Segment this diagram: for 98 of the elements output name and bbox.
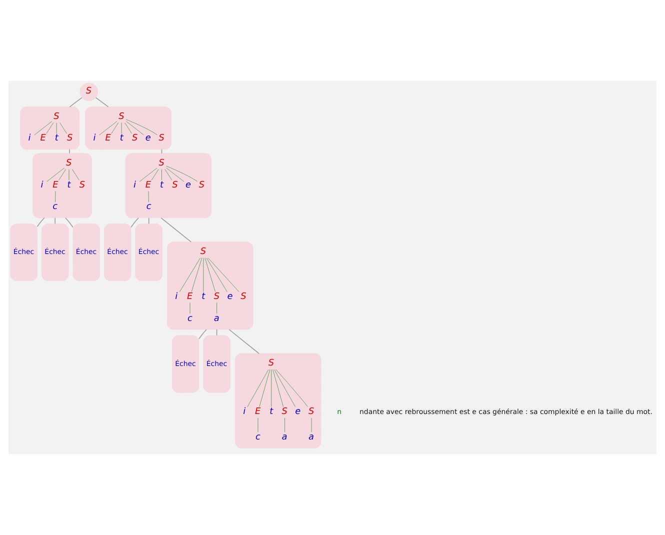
- connector: [247, 369, 269, 408]
- node-text: a: [308, 432, 314, 442]
- node-text: S: [172, 180, 178, 190]
- node-text: t: [67, 180, 71, 190]
- connector: [99, 121, 118, 136]
- node-text: E: [40, 134, 46, 144]
- cluster: [20, 106, 80, 150]
- connector: [166, 166, 198, 182]
- cluster: [85, 106, 172, 150]
- node-text: t: [202, 292, 206, 302]
- connector: [160, 218, 192, 242]
- connector: [191, 258, 202, 292]
- connector: [203, 258, 204, 292]
- node-text: E: [52, 180, 58, 190]
- connector: [111, 122, 119, 134]
- connector: [164, 169, 172, 180]
- connector: [216, 302, 218, 314]
- node-text: e: [186, 180, 192, 190]
- cluster: [166, 242, 254, 330]
- connector: [46, 168, 65, 182]
- node-text: e: [295, 407, 301, 418]
- connector: [69, 97, 82, 108]
- connector: [259, 369, 270, 408]
- node-text: a: [282, 432, 288, 442]
- connector: [148, 190, 149, 202]
- connector: [206, 258, 228, 292]
- node-text: c: [255, 432, 260, 442]
- connector: [54, 190, 56, 202]
- cluster: [32, 153, 92, 218]
- connector: [68, 169, 70, 180]
- node-text: t: [270, 407, 274, 418]
- connector: [151, 169, 159, 180]
- connector: [36, 218, 45, 227]
- node-text: i: [133, 180, 136, 190]
- node-text: t: [120, 134, 124, 144]
- cluster: [234, 353, 322, 448]
- node-text: i: [40, 180, 44, 190]
- node-text: S: [198, 180, 205, 190]
- node-text: c: [188, 314, 192, 324]
- node-text: S: [158, 158, 164, 169]
- connector: [274, 369, 296, 408]
- connector: [54, 218, 56, 224]
- connector: [179, 258, 201, 292]
- connector: [46, 122, 54, 134]
- node-text: c: [146, 202, 152, 212]
- connector: [198, 329, 207, 340]
- cluster: [125, 153, 212, 218]
- node-circle: S: [80, 82, 98, 102]
- node-text: S: [79, 180, 86, 190]
- connector: [272, 369, 284, 408]
- node-text: S: [240, 292, 246, 302]
- connector: [208, 258, 240, 292]
- node-text: a: [214, 314, 220, 324]
- node-text: c: [52, 202, 58, 212]
- node-text: S: [200, 247, 206, 258]
- node-text: i: [243, 407, 246, 418]
- node-text: S: [66, 158, 72, 169]
- node-text: S: [118, 112, 124, 122]
- node-text: S: [158, 134, 164, 144]
- node-text: t: [160, 180, 164, 190]
- connector: [60, 122, 68, 134]
- node-text: S: [282, 407, 288, 418]
- connector: [56, 122, 57, 134]
- connector: [34, 121, 52, 136]
- connector: [121, 122, 122, 134]
- connector: [58, 169, 66, 180]
- connector: [166, 168, 184, 182]
- node-text: S: [308, 407, 314, 418]
- node-text: S: [67, 134, 73, 144]
- node-text: E: [187, 292, 193, 302]
- connector: [204, 258, 216, 292]
- connector: [284, 418, 285, 432]
- node-text: E: [145, 180, 152, 190]
- node-text: t: [54, 134, 58, 144]
- node-text: S: [268, 358, 274, 369]
- node-text: i: [93, 134, 96, 144]
- connector: [228, 329, 260, 354]
- node-text: E: [255, 407, 261, 418]
- connector: [271, 369, 272, 408]
- node-text: e: [145, 134, 151, 144]
- node-text: e: [227, 292, 233, 302]
- node-text: S: [54, 112, 60, 122]
- connector: [65, 218, 74, 228]
- connector: [126, 121, 144, 136]
- connector: [130, 218, 139, 228]
- connector: [139, 168, 158, 182]
- connector: [95, 97, 109, 108]
- node-text: i: [28, 134, 31, 144]
- connector: [124, 122, 132, 134]
- node-text: i: [175, 292, 178, 302]
- connector: [126, 119, 158, 136]
- connector: [276, 369, 308, 408]
- node-text: E: [105, 134, 111, 144]
- node-text: S: [132, 134, 138, 144]
- connector: [311, 418, 312, 432]
- connector: [72, 169, 80, 180]
- node-text: S: [214, 292, 220, 302]
- connector: [69, 149, 70, 154]
